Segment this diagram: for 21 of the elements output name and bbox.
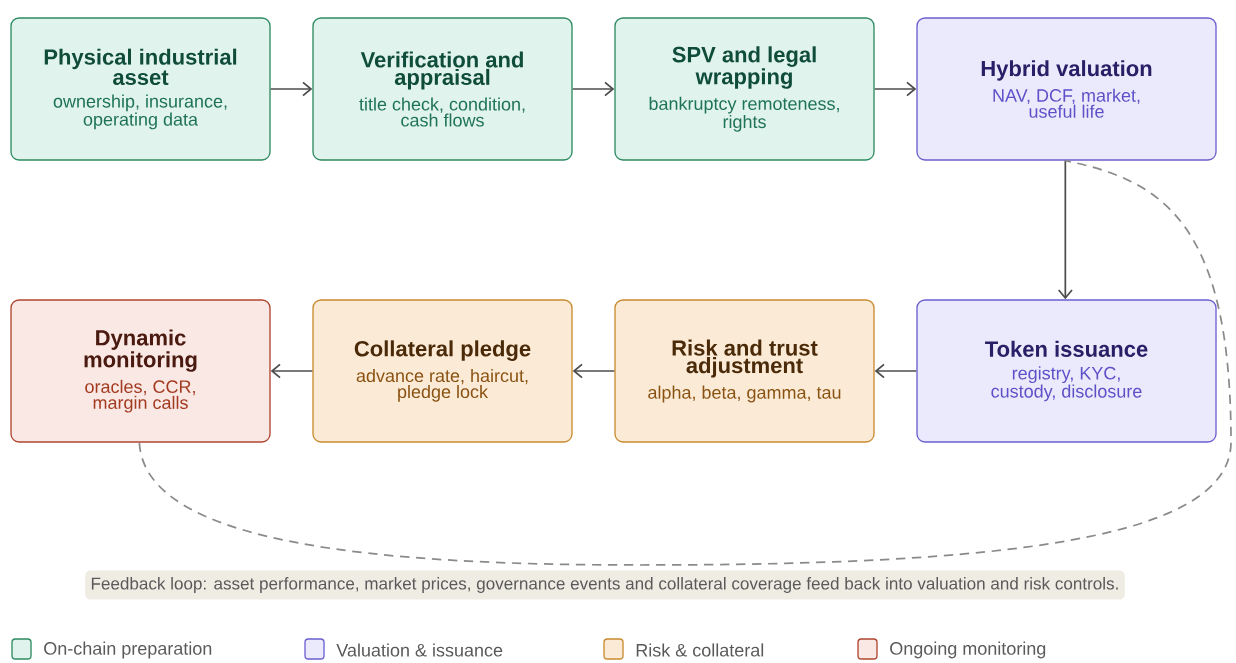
process-box: Dynamic monitoring oracles, CCR, margin calls [10, 299, 271, 443]
legend-label: Valuation & issuance [336, 643, 503, 657]
arrow [874, 363, 918, 379]
process-box: Hybrid valuation NAV, DCF, market, useful life [916, 17, 1217, 161]
legend-label: Risk & collateral [636, 643, 764, 657]
arrow [873, 81, 917, 97]
legend-label: Ongoing monitoring [890, 641, 1046, 659]
arrow [572, 363, 616, 379]
process-box: Risk and trust adjustment alpha, beta, gamma, tau [614, 299, 875, 443]
arrow [571, 81, 615, 97]
process-box: SPV and legal wrapping bankruptcy remoteness, rights [614, 17, 875, 161]
arrow [269, 81, 313, 97]
process-box: Collateral pledge advance rate, haircut, pledge lock [312, 299, 573, 443]
arrow [270, 363, 314, 379]
process-box: Physical industrial asset ownership, insurance, operating data [10, 17, 271, 161]
feedback-loop-line [138, 159, 1232, 566]
process-box: Verification and appraisal title check, condition, cash flows [312, 17, 573, 161]
legend-label: On-chain preparation [44, 641, 212, 659]
process-box: Token issuance registry, KYC, custody, disclosure [916, 299, 1217, 443]
edge-label: Feedback loop: asset performance, market prices, governance events and collateral coverage feed back into valuation and risk controls. [85, 570, 1125, 600]
arrow [1057, 159, 1073, 300]
